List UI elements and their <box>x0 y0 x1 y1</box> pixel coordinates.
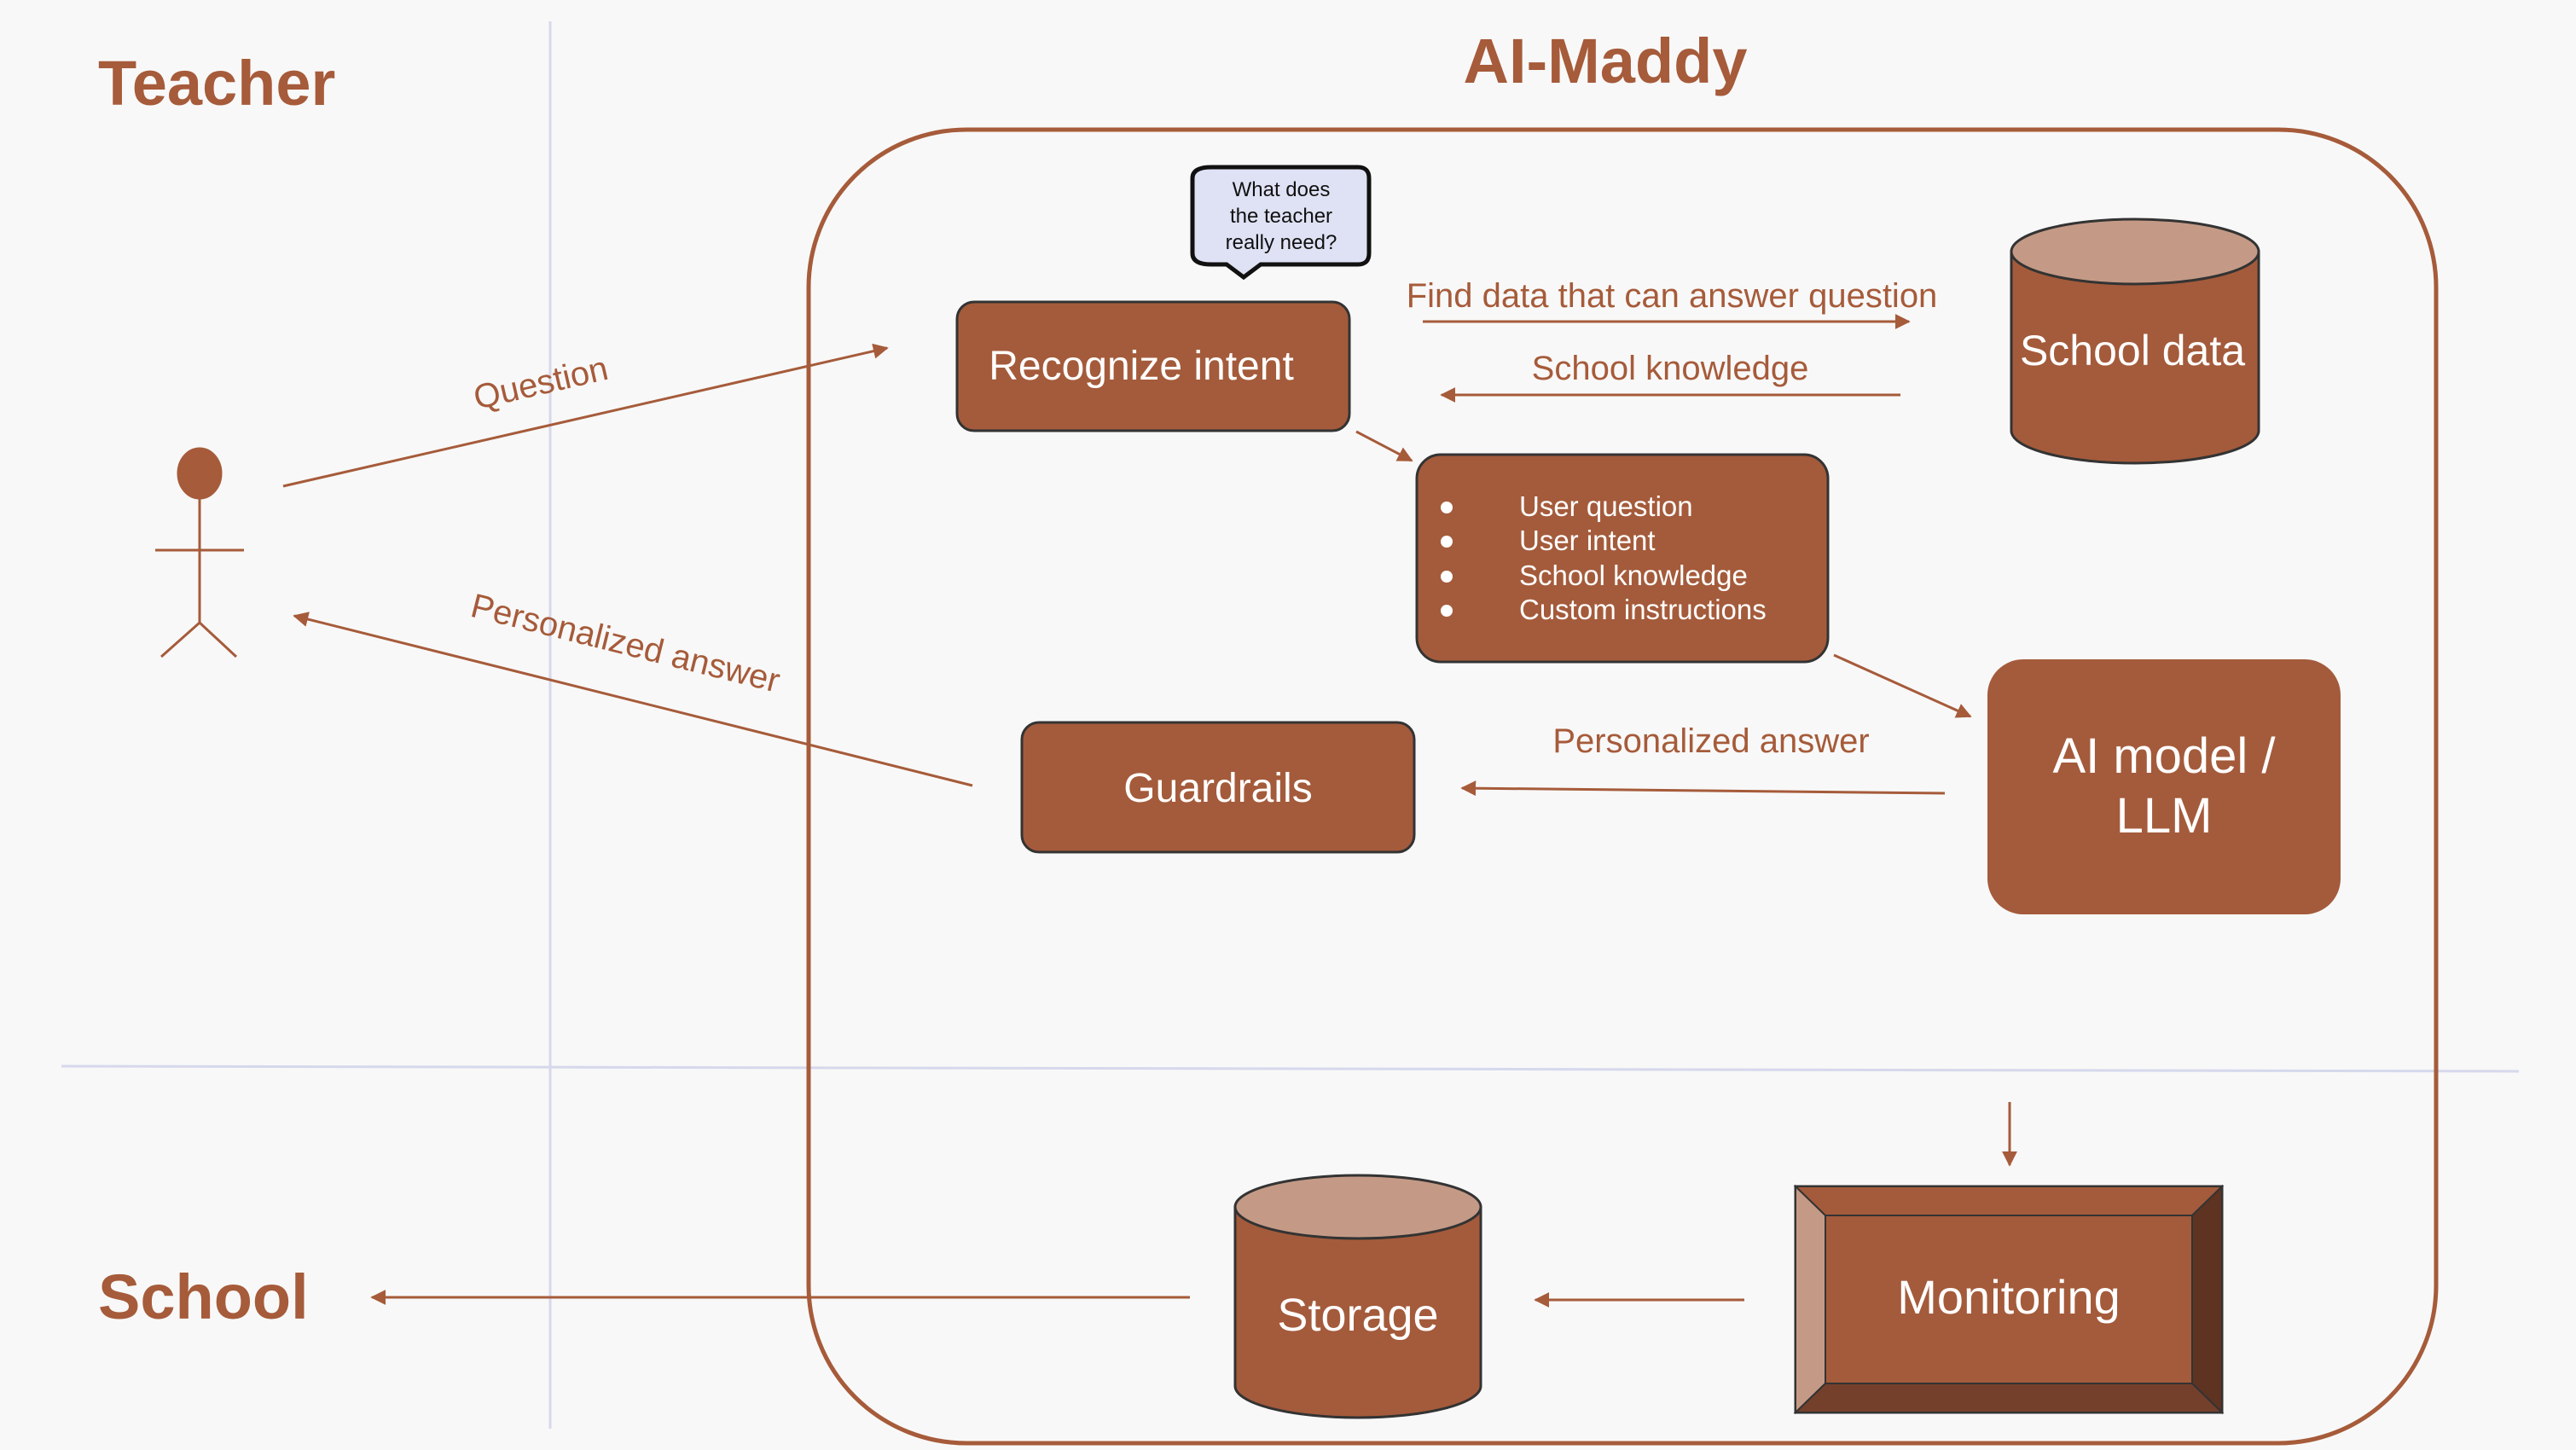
context-item: User intent <box>1519 525 1656 556</box>
school-knowledge-edge-label: School knowledge <box>1532 350 1809 387</box>
personalized-answer-user-label: Personalized answer <box>467 587 784 700</box>
teacher-lane-title: Teacher <box>98 48 335 119</box>
context-item: School knowledge <box>1519 560 1748 591</box>
context-item: Custom instructions <box>1519 594 1767 625</box>
bubble-line-2: the teacher <box>1230 205 1332 228</box>
school-data-cylinder[interactable]: School data <box>2010 218 2260 465</box>
bullet-icon <box>1441 536 1453 548</box>
monitoring-node[interactable]: Monitoring <box>1793 1184 2225 1415</box>
school-lane-title: School <box>98 1262 309 1332</box>
bubble-line-1: What does <box>1233 178 1331 201</box>
system-title: AI-Maddy <box>1464 26 1748 96</box>
ai-model-label-line-1: AI model / <box>2052 728 2276 784</box>
context-bundle-node[interactable]: User question User intent School knowled… <box>1415 453 1830 664</box>
horizontal-lane-divider <box>61 1064 2520 1073</box>
guardrails-to-teacher-arrow <box>293 612 973 787</box>
bullet-icon <box>1441 605 1453 617</box>
guardrails-node[interactable]: Guardrails <box>1020 721 1416 854</box>
bullet-icon <box>1441 502 1453 513</box>
recognize-intent-node[interactable]: Recognize intent <box>955 300 1351 432</box>
school-data-label: School data <box>2020 327 2245 374</box>
question-arrow <box>282 343 889 488</box>
find-data-edge-label: Find data that can answer question <box>1407 277 1938 315</box>
personalized-answer-model-label: Personalized answer <box>1552 722 1869 760</box>
model-to-guardrails-arrow <box>1460 780 1946 797</box>
ai-model-node[interactable]: AI model / LLM <box>1987 659 2341 914</box>
context-item: User question <box>1519 490 1693 522</box>
storage-cylinder[interactable]: Storage <box>1233 1174 1482 1419</box>
teacher-actor-icon <box>155 447 244 658</box>
context-to-model-arrow <box>1833 653 1972 718</box>
intent-to-context-arrow <box>1355 430 1413 462</box>
recognize-intent-label: Recognize intent <box>989 344 1294 389</box>
ai-model-label-line-2: LLM <box>2116 788 2213 844</box>
intent-speech-bubble: What does the teacher really need? <box>1190 165 1372 281</box>
question-edge-label: Question <box>470 350 612 417</box>
guardrails-label: Guardrails <box>1123 766 1312 811</box>
bubble-line-3: really need? <box>1226 231 1337 254</box>
ai-maddy-boundary <box>806 127 2439 1446</box>
storage-label: Storage <box>1277 1290 1438 1341</box>
monitoring-label: Monitoring <box>1897 1270 2120 1324</box>
bullet-icon <box>1441 571 1453 583</box>
